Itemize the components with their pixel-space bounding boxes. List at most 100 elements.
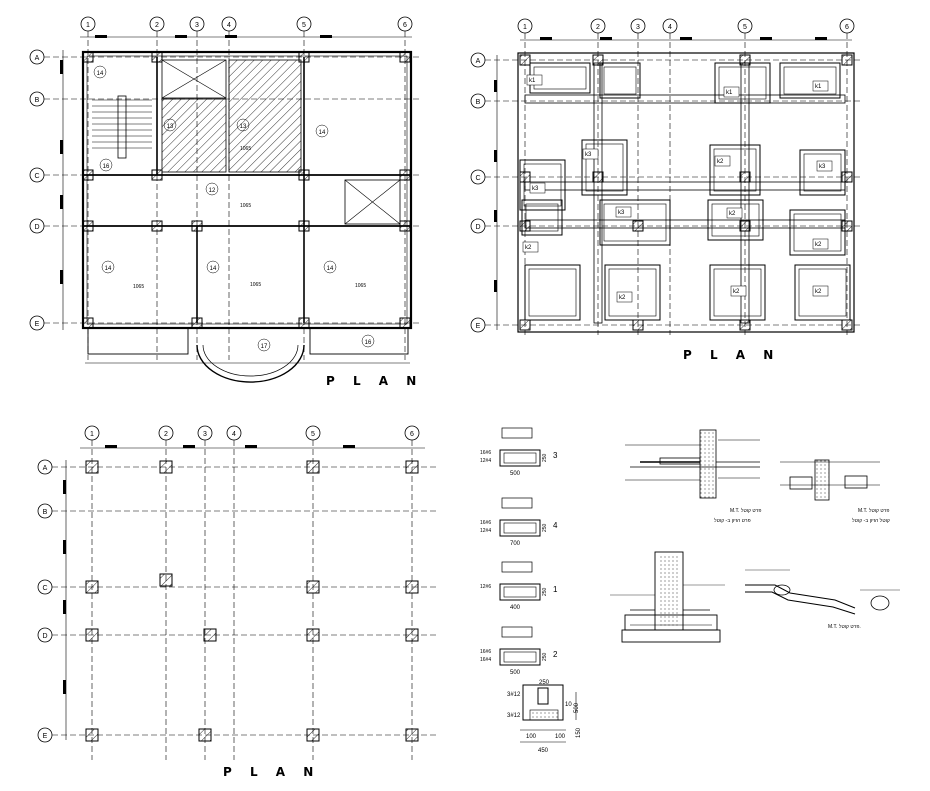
p3-dim-vmark-3 <box>63 680 66 694</box>
p2-footing-pad-inner-2 <box>718 66 767 100</box>
p1-col-bubble-5: 5 <box>302 22 306 29</box>
p1-room-label-ring-4 <box>315 124 329 138</box>
detail-wall-slab: M.T. פרט קוטל פרט הזיון ב- קוטל <box>625 429 761 524</box>
p1-column-15 <box>298 317 310 329</box>
p3-row-bubble-B: B <box>43 509 48 516</box>
p3-column-15 <box>405 728 419 742</box>
detail-2-sub: קוטל הזיון ב- קוטל <box>852 517 890 524</box>
p3-dim-mark-0 <box>105 445 117 448</box>
p3-column-10 <box>306 628 320 642</box>
p2-footing-tag-box-9 <box>726 207 743 219</box>
p2-footing-tag-13: k2 <box>815 289 822 295</box>
footing-dim-1: 10 <box>565 702 572 708</box>
p2-footing-pad-9 <box>599 199 671 246</box>
p3-column-9 <box>203 628 217 642</box>
section-3-stirrup <box>503 651 537 663</box>
detail-3-caption: M.T. פרט קוטל. <box>828 623 861 630</box>
p2-column-3 <box>841 54 853 66</box>
section-0-tag: 3 <box>553 451 558 460</box>
p2-footing-pad-5 <box>581 139 628 196</box>
p2-footing-tag-box-2 <box>529 182 546 194</box>
p2-footing-pad-inner-9 <box>603 203 667 242</box>
p2-footing-pad-2 <box>714 62 771 104</box>
p1-room-label-3: 13 <box>240 124 247 130</box>
p2-column-0 <box>519 54 531 66</box>
p1-note-3: 1065 <box>250 282 261 288</box>
p1-opening-0 <box>161 59 227 99</box>
p2-column-10 <box>739 220 751 232</box>
section-2-depth: 250 <box>542 587 548 596</box>
section-1-box <box>499 519 541 537</box>
section-1-bars-bot: 12#4 <box>480 528 491 534</box>
p2-footing-tag-box-3 <box>522 241 539 253</box>
footing-bot-bar: 3#12 <box>507 713 521 719</box>
section-3-header <box>501 626 533 638</box>
p2-column-1 <box>592 54 604 66</box>
footing-dim-0: 250 <box>539 680 550 686</box>
p1-dim-vmark-3 <box>60 270 63 284</box>
p2-footing-pad-inner-14 <box>713 268 762 317</box>
p1-dim-mark-3 <box>320 35 332 38</box>
p1-dim-vmark-2 <box>60 195 63 209</box>
p1-row-bubble-E: E <box>35 321 40 328</box>
section-0-bars-bot: 12#4 <box>480 458 491 464</box>
p2-col-bubble-2: 2 <box>596 24 600 31</box>
p2-row-bubble-A: A <box>476 58 481 65</box>
plan-title-3: P L A N <box>223 765 320 779</box>
p2-footing-pad-inner-3 <box>783 66 837 95</box>
p2-col-bubble-1: 1 <box>523 24 527 31</box>
p1-note-1: 1065 <box>240 203 251 209</box>
p3-column-3 <box>405 460 419 474</box>
p1-column-8 <box>82 220 94 232</box>
p2-footing-tag-box-7 <box>816 160 833 172</box>
p3-column-0 <box>85 460 99 474</box>
p1-row-bubble-B: B <box>35 97 40 104</box>
section-3-box <box>499 648 541 666</box>
p1-room-label-ring-1 <box>163 118 177 132</box>
p1-room-label-ring-3 <box>236 118 250 132</box>
p1-balcony-arc-inner <box>202 344 299 377</box>
p1-column-3 <box>399 51 411 63</box>
detail-slope: M.T. פרט קוטל. <box>745 569 900 630</box>
p2-footing-tag-4: k1 <box>726 90 733 96</box>
section-1-width: 700 <box>510 541 521 547</box>
p2-footing-tag-8: k3 <box>618 210 625 216</box>
p1-room-label-ring-7 <box>323 260 337 274</box>
footing-dim-6: 100 <box>555 734 566 740</box>
p2-column-12 <box>519 319 531 331</box>
detail-2-caption: M.T. פרט קוטל <box>858 507 889 514</box>
p1-note-4: 1065 <box>355 283 366 289</box>
section-0-box <box>499 449 541 467</box>
p2-dim-mark-1 <box>600 37 612 40</box>
footing-dim-5: 100 <box>526 734 537 740</box>
p1-room-label-2: 12 <box>209 188 216 194</box>
p3-col-bubble-1: 1 <box>90 431 94 438</box>
p1-column-10 <box>191 220 203 232</box>
p1-column-6 <box>298 169 310 181</box>
p3-column-1 <box>159 460 173 474</box>
p2-footing-tag-box-0 <box>526 74 543 86</box>
p2-row-bubble-C: C <box>475 175 480 182</box>
p1-opening-x2-1 <box>344 179 401 225</box>
p1-column-12 <box>399 220 411 232</box>
section-3-bars-top: 16#6 <box>480 649 491 655</box>
footing-section: 3#12 3#12 250 10 500 150 450 100 100 <box>507 680 582 754</box>
p3-dim-vmark-1 <box>63 540 66 554</box>
p2-footing-tag-3: k2 <box>525 245 532 251</box>
p3-col-bubble-5: 5 <box>311 431 315 438</box>
p2-footing-pad-4 <box>519 159 566 211</box>
p2-footing-pad-13 <box>604 264 661 321</box>
p3-column-5 <box>159 573 173 587</box>
p3-row-bubble-C: C <box>42 585 47 592</box>
p2-footing-pad-7 <box>799 149 846 196</box>
detail-1-sub: פרט הזיון ב- קוטל <box>714 517 751 524</box>
p2-footing-tag-9: k2 <box>729 211 736 217</box>
p1-room-label-0: 14 <box>97 71 104 77</box>
p2-footing-pad-inner-5 <box>585 143 624 192</box>
section-3-width: 500 <box>510 670 521 676</box>
p3-column-7 <box>405 580 419 594</box>
p2-footing-pad-inner-11 <box>793 213 842 252</box>
p2-column-7 <box>841 171 853 183</box>
p2-footing-pad-inner-7 <box>803 153 842 192</box>
p1-lower-strip-right <box>309 327 409 355</box>
